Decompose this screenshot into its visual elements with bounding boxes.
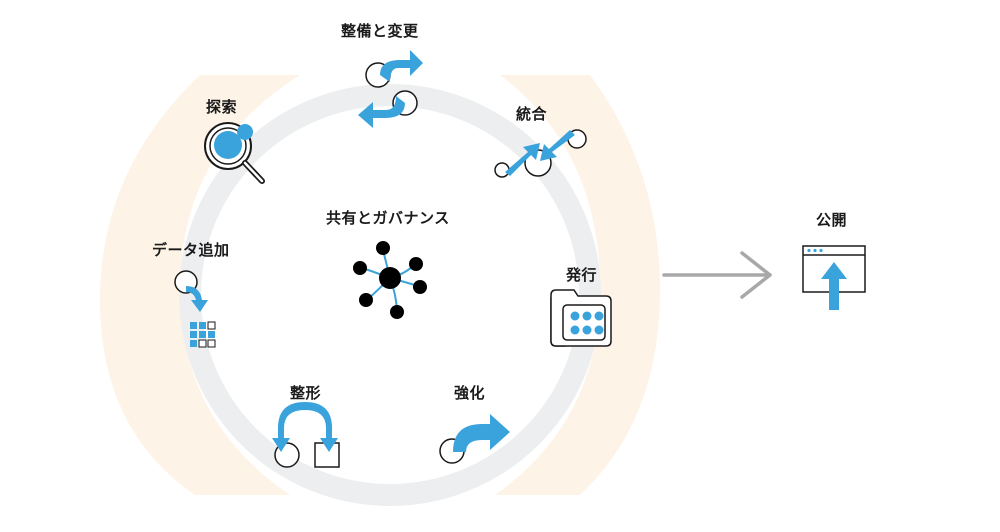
- output-label: 公開: [816, 211, 848, 229]
- pivot-arrows-icon: [272, 402, 340, 468]
- grid-insert-icon: [174, 270, 216, 348]
- center-label: 共有とガバナンス: [326, 209, 450, 227]
- halo-right-icon: [495, 75, 660, 495]
- stage-label-shape: 整形: [290, 384, 322, 402]
- curved-arrow-icon: [439, 414, 510, 464]
- stage-label-integrate: 統合: [516, 105, 548, 123]
- magnifier-icon: [204, 122, 265, 184]
- merge-arrows-icon: [494, 129, 587, 178]
- stage-label-publish-internal: 発行: [566, 266, 598, 284]
- two-curved-arrows-icon: [358, 50, 423, 128]
- stage-label-refine: 整備と変更: [341, 22, 419, 40]
- stage-label-enhance: 強化: [454, 384, 486, 402]
- network-hub-icon: [353, 241, 427, 319]
- halo-left-icon: [100, 75, 300, 495]
- folder-grid-icon: [550, 289, 612, 347]
- cycle-ring: [179, 84, 601, 506]
- stage-label-add-data: データ追加: [152, 241, 230, 259]
- right-arrow-icon: [662, 251, 772, 299]
- browser-upload-icon: [802, 245, 866, 310]
- stage-label-explore: 探索: [206, 98, 238, 116]
